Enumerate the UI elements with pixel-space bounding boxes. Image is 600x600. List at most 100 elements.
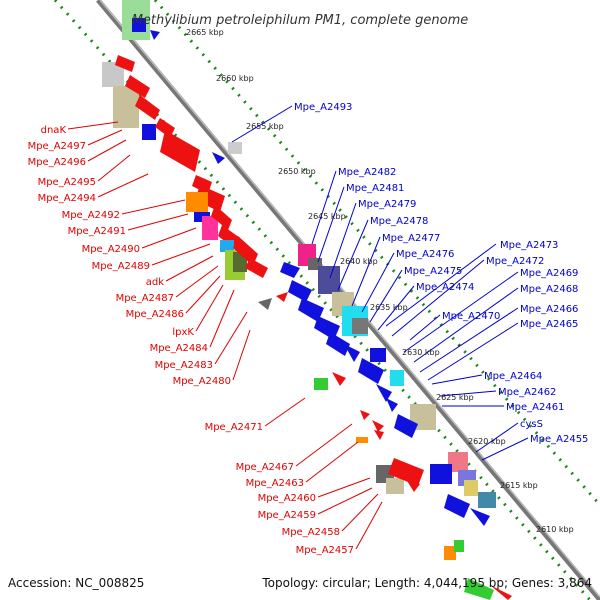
gene-label[interactable]: Mpe_A2484	[150, 343, 208, 354]
gene-arrow	[195, 185, 225, 212]
gene-label[interactable]: Mpe_A2489	[92, 261, 150, 272]
gene-label[interactable]: Mpe_A2479	[358, 199, 416, 210]
gene-arrow	[233, 236, 258, 266]
gene-label[interactable]: Mpe_A2472	[486, 256, 544, 267]
gene-arrow	[258, 298, 272, 310]
gene-label[interactable]: Mpe_A2460	[258, 493, 316, 504]
gene-label[interactable]: dnaK	[41, 125, 67, 136]
gene-label[interactable]: Mpe_A2487	[116, 293, 174, 304]
kbp-label: 2665 kbp	[186, 28, 224, 37]
gene-block	[352, 318, 368, 334]
gene-label[interactable]: Mpe_A2461	[506, 402, 564, 413]
gene-label[interactable]: cysS	[520, 419, 543, 430]
gene-label[interactable]: Mpe_A2457	[296, 545, 354, 556]
gene-label[interactable]: Mpe_A2476	[396, 249, 454, 260]
gene-block	[444, 546, 456, 560]
gene-arrow	[490, 585, 512, 600]
gene-label[interactable]: Mpe_A2475	[404, 266, 462, 277]
gene-arrow	[288, 280, 312, 302]
gene-block	[390, 370, 404, 386]
gene-label[interactable]: Mpe_A2469	[520, 268, 578, 279]
gene-label[interactable]: Mpe_A2490	[82, 244, 140, 255]
map-title: Methylibium petroleiphilum PM1, complete…	[132, 13, 469, 28]
right-leaders	[231, 105, 529, 461]
gene-arrow	[245, 258, 268, 278]
gene-label[interactable]: Mpe_A2483	[155, 360, 213, 371]
gene-arrow	[276, 292, 288, 302]
gene-label[interactable]: Mpe_A2458	[282, 527, 340, 538]
gene-arrow	[386, 398, 398, 412]
gene-label[interactable]: Mpe_A2478	[370, 216, 428, 227]
kbp-label: 2630 kbp	[402, 348, 440, 357]
kbp-label: 2660 kbp	[216, 74, 254, 83]
right-features	[122, 0, 496, 526]
gene-arrow	[314, 316, 340, 340]
gene-arrow	[388, 458, 424, 486]
gene-label[interactable]: Mpe_A2492	[62, 210, 120, 221]
gene-arrow	[150, 30, 160, 40]
gene-label[interactable]: Mpe_A2465	[520, 319, 578, 330]
kbp-label: 2625 kbp	[436, 393, 474, 402]
gene-arrow	[394, 414, 418, 438]
kbp-label: 2620 kbp	[468, 437, 506, 446]
gene-label[interactable]: Mpe_A2471	[205, 422, 263, 433]
left-leaders	[67, 121, 383, 550]
gene-arrow	[374, 430, 384, 440]
gene-block	[318, 266, 340, 294]
gene-label[interactable]: Mpe_A2473	[500, 240, 558, 251]
gene-block	[386, 478, 404, 494]
gene-label[interactable]: Mpe_A2486	[126, 309, 184, 320]
gene-label[interactable]: Mpe_A2462	[498, 387, 556, 398]
gene-label[interactable]: Mpe_A2497	[28, 141, 86, 152]
gene-label[interactable]: lpxK	[172, 327, 194, 338]
gene-block	[132, 18, 146, 32]
gene-arrow	[218, 225, 240, 250]
gene-label[interactable]: Mpe_A2466	[520, 304, 578, 315]
right-gene-labels: Mpe_A2493 Mpe_A2482 Mpe_A2481 Mpe_A2479 …	[294, 102, 588, 445]
gene-label[interactable]: Mpe_A2481	[346, 183, 404, 194]
gene-arrow	[125, 75, 150, 98]
gene-block	[478, 492, 496, 508]
gene-label[interactable]: Mpe_A2494	[38, 193, 96, 204]
gene-block	[314, 378, 328, 390]
gene-arrow	[358, 358, 384, 384]
gene-label[interactable]: Mpe_A2455	[530, 434, 588, 445]
gene-label[interactable]: adk	[146, 277, 164, 288]
gene-label[interactable]: Mpe_A2493	[294, 102, 352, 113]
kbp-label: 2655 kbp	[246, 122, 284, 131]
gene-arrow	[160, 130, 200, 172]
gene-label[interactable]: Mpe_A2496	[28, 157, 86, 168]
gene-label[interactable]: Mpe_A2480	[173, 376, 231, 387]
gene-label[interactable]: Mpe_A2464	[484, 371, 542, 382]
gene-arrow	[326, 332, 350, 356]
gene-arrow	[115, 55, 135, 72]
gene-block	[202, 216, 218, 240]
gene-label[interactable]: Mpe_A2459	[258, 510, 316, 521]
gene-label[interactable]: Mpe_A2495	[38, 177, 96, 188]
gene-block	[228, 142, 242, 154]
kbp-label: 2650 kbp	[278, 167, 316, 176]
kbp-label: 2645 kbp	[308, 212, 346, 221]
gene-arrow	[372, 420, 384, 432]
gene-block	[356, 437, 368, 443]
summary-text: Topology: circular; Length: 4,044,195 bp…	[261, 576, 592, 590]
gene-label[interactable]: Mpe_A2470	[442, 311, 500, 322]
gene-label[interactable]: Mpe_A2482	[338, 167, 396, 178]
gene-label[interactable]: Mpe_A2468	[520, 284, 578, 295]
gene-label[interactable]: Mpe_A2491	[68, 226, 126, 237]
gene-arrow	[211, 205, 232, 230]
gene-arrow	[135, 95, 160, 120]
gene-block	[102, 62, 124, 87]
gene-label[interactable]: Mpe_A2463	[246, 478, 304, 489]
gene-arrow	[332, 372, 346, 386]
gene-block	[464, 480, 478, 496]
gene-block	[448, 452, 468, 472]
gene-arrow	[404, 476, 420, 492]
gene-label[interactable]: Mpe_A2467	[236, 462, 294, 473]
gene-arrow	[298, 298, 324, 322]
gene-label[interactable]: Mpe_A2477	[382, 233, 440, 244]
accession-text: Accession: NC_008825	[8, 576, 144, 590]
gene-label[interactable]: Mpe_A2474	[416, 282, 474, 293]
